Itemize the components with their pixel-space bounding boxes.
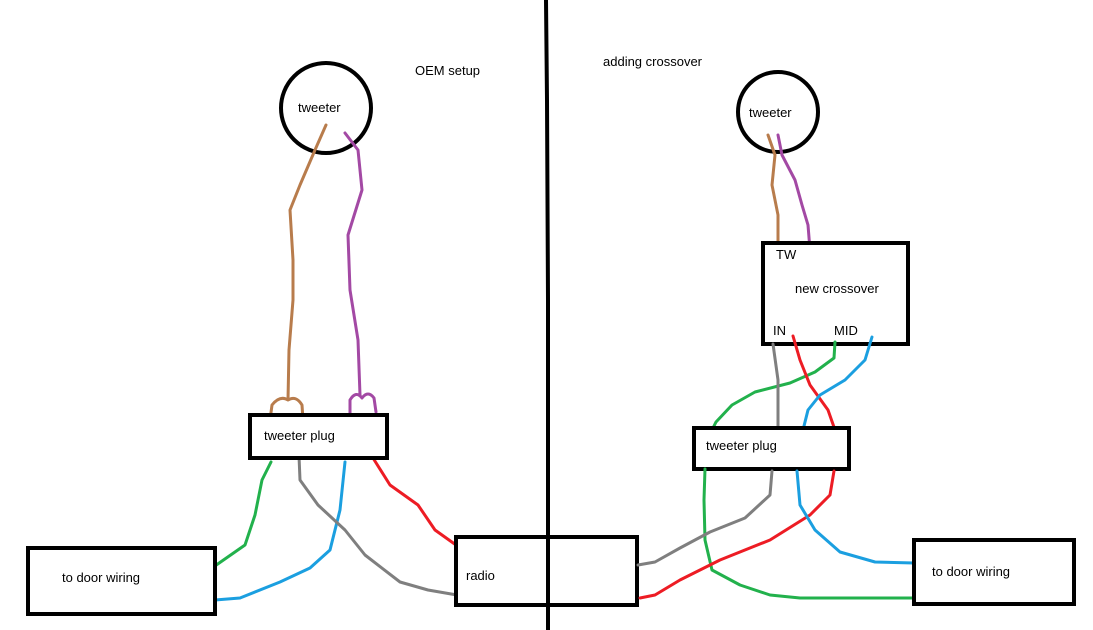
right-red-wire-bottom — [638, 469, 836, 600]
adding-crossover-caption: adding crossover — [603, 54, 703, 69]
left-door-wiring-label: to door wiring — [62, 570, 140, 585]
crossover-tw-label: TW — [776, 247, 797, 262]
left-tweeter-label: tweeter — [298, 100, 341, 115]
left-brown-wire — [268, 123, 328, 422]
divider-line — [544, 0, 550, 630]
left-door-wiring-box — [26, 546, 217, 616]
crossover-label: new crossover — [795, 281, 879, 296]
right-red-wire-top — [791, 334, 837, 432]
crossover-in-label: IN — [773, 323, 786, 338]
left-gray-wire — [297, 454, 459, 597]
right-door-wiring-label: to door wiring — [932, 564, 1010, 579]
left-blue-wire — [213, 460, 347, 602]
right-tweeter-label: tweeter — [749, 105, 792, 120]
right-purple-wire — [776, 133, 812, 252]
left-tweeter-circle — [279, 61, 373, 155]
left-red-wire — [371, 456, 458, 547]
right-gray-wire-top — [771, 342, 780, 432]
crossover-box — [761, 241, 910, 346]
right-blue-wire-bottom — [795, 469, 916, 565]
left-green-wire — [210, 460, 273, 570]
left-tweeter-plug-label: tweeter plug — [264, 428, 335, 443]
right-brown-wire — [766, 133, 780, 250]
oem-setup-caption: OEM setup — [415, 63, 480, 78]
crossover-mid-label: MID — [834, 323, 858, 338]
left-purple-wire — [343, 131, 378, 422]
right-green-wire-top — [710, 340, 837, 432]
right-tweeter-circle — [736, 70, 820, 154]
right-tweeter-plug-box — [692, 426, 851, 471]
radio-label: radio — [466, 568, 495, 583]
left-tweeter-plug-box — [248, 413, 389, 460]
right-tweeter-plug-label: tweeter plug — [706, 438, 777, 453]
right-green-wire-bottom — [702, 467, 917, 600]
right-gray-wire-bottom — [636, 469, 774, 567]
right-door-wiring-box — [912, 538, 1076, 606]
